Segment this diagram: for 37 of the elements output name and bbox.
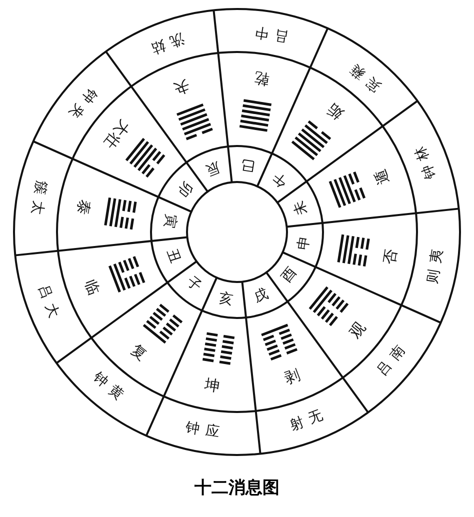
branch-label: 申 <box>295 234 314 252</box>
hexagram-name: 坤 <box>203 374 222 396</box>
pitch-label: 则夷 <box>424 242 447 284</box>
hexagram-name: 剥 <box>282 365 304 388</box>
pitch-label: 吕中 <box>247 22 290 44</box>
pitch-label: 射无 <box>288 405 331 434</box>
hexagram-name: 姤 <box>322 100 346 124</box>
hexagram-name: 遁 <box>370 166 393 188</box>
pitch-label: 吕大 <box>34 282 64 326</box>
hexagram-name: 夬 <box>170 76 192 99</box>
branch-label: 辰 <box>202 158 222 179</box>
hexagram-name: 乾 <box>252 68 271 90</box>
branch-label: 寅 <box>160 212 179 230</box>
branch-label: 酉 <box>278 264 301 286</box>
branch-label: 亥 <box>218 290 236 308</box>
hexagram-name: 观 <box>345 318 370 342</box>
caption: 十二消息图 <box>194 477 280 499</box>
branch-label: 未 <box>290 198 311 218</box>
pitch-label: 洗姑 <box>143 30 186 59</box>
branch-label: 子 <box>183 274 206 296</box>
branch-label: 卯 <box>173 178 196 200</box>
hexagram-name: 否 <box>380 246 400 266</box>
branch-label: 丑 <box>163 246 184 266</box>
hexagram-name: 复 <box>128 340 152 364</box>
pitch-label: 钟黄 <box>90 369 132 407</box>
branch-label: 戌 <box>252 285 272 306</box>
branch-label: 午 <box>268 168 291 190</box>
pitch-label: 宾蕤 <box>342 57 384 95</box>
pitch-label: 钟林 <box>410 138 440 182</box>
pitch-label: 钟应 <box>184 420 227 442</box>
hexagram-name: 泰 <box>74 198 94 218</box>
hexagram-name: 临 <box>81 276 104 298</box>
pitch-label: 钟夹 <box>62 84 100 126</box>
hexagram-name: 大壮 <box>99 116 134 153</box>
pitch-label: 吕南 <box>374 338 412 380</box>
pitch-label: 簇太 <box>27 180 50 222</box>
branch-label: 巳 <box>238 156 256 174</box>
